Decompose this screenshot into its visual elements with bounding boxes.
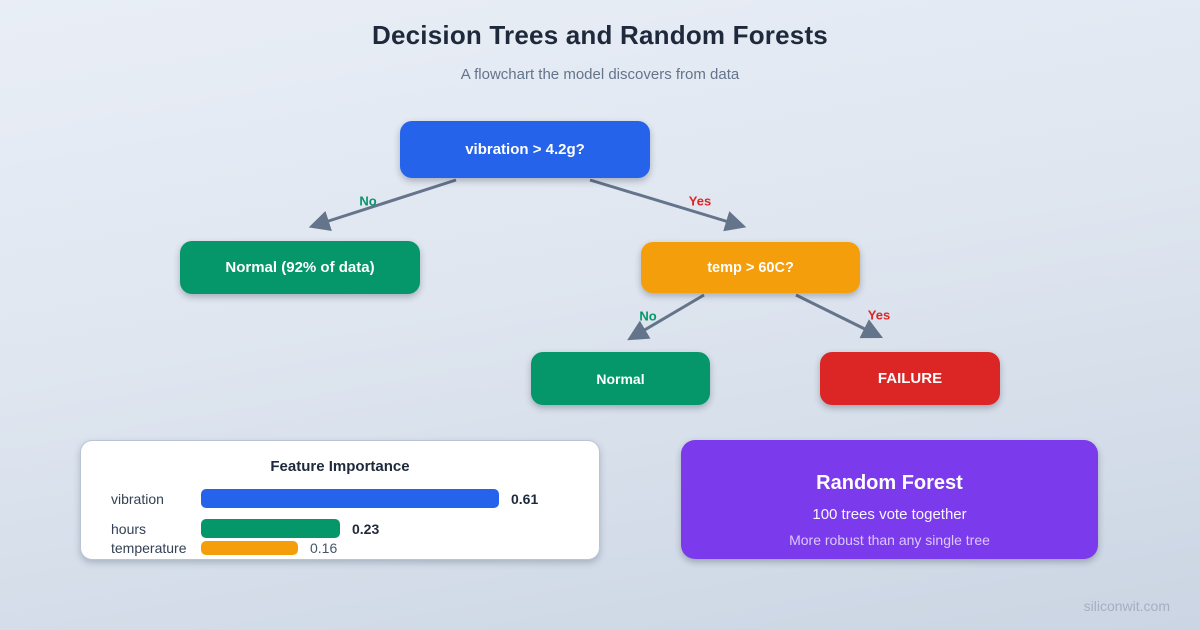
arrow-root-to-temp (589, 178, 747, 232)
bar-label-hours: hours (111, 520, 147, 537)
bar-row-vibration: vibration 0.61 (111, 489, 538, 508)
feature-importance-panel: Feature Importance vibration 0.61 hours … (80, 440, 600, 560)
tree-node-failure-label: FAILURE (877, 370, 943, 387)
tree-node-normal-majority-label: Normal (92% of data) (225, 259, 375, 276)
branch-label-yes-right: Yes (688, 193, 712, 209)
bar-label-temperature: temperature (111, 540, 187, 556)
random-forest-card: Random Forest 100 trees vote together Mo… (681, 440, 1098, 559)
tree-node-normal: Normal (531, 352, 710, 405)
bar-row-temperature: temperature 0.16 (111, 540, 338, 556)
tree-node-root: vibration > 4.2g? (400, 121, 650, 178)
random-forest-title: Random Forest (816, 472, 963, 494)
bar-value-hours: 0.23 (352, 520, 380, 537)
feature-importance-title: Feature Importance (270, 458, 410, 475)
bar-temperature (201, 541, 298, 555)
bar-value-vibration: 0.61 (511, 490, 539, 507)
tree-node-failure: FAILURE (820, 352, 1000, 405)
tree-node-temp-label: temp > 60C? (707, 259, 794, 276)
watermark: siliconwit.com (1083, 598, 1170, 614)
tree-node-temp: temp > 60C? (641, 242, 860, 293)
tree-node-normal-label: Normal (596, 370, 645, 387)
page-title: Decision Trees and Random Forests (372, 20, 828, 50)
arrow-root-to-normal92 (308, 178, 457, 231)
page-subtitle: A flowchart the model discovers from dat… (460, 66, 740, 83)
branch-label-no-left: No (359, 193, 377, 209)
branch-label-yes-lower: Yes (867, 307, 891, 323)
bar-hours (201, 519, 340, 538)
branch-label-no-lower: No (639, 308, 657, 324)
random-forest-line1: 100 trees vote together (812, 506, 967, 523)
bar-value-temperature: 0.16 (310, 540, 338, 556)
tree-node-root-label: vibration > 4.2g? (465, 141, 585, 158)
arrow-temp-to-failure (795, 293, 884, 339)
bar-row-hours: hours 0.23 (111, 519, 379, 538)
bar-label-vibration: vibration (111, 490, 164, 507)
random-forest-line2: More robust than any single tree (789, 532, 990, 548)
tree-node-normal-majority: Normal (92% of data) (180, 241, 420, 294)
bar-vibration (201, 489, 499, 508)
